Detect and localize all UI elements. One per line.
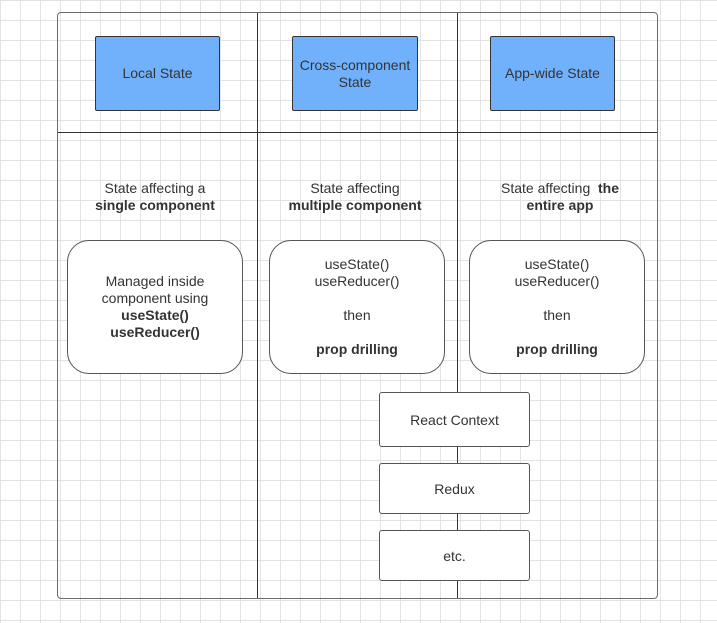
card-cross-component-state: useState() useReducer() then prop drilli… (269, 240, 445, 374)
card-local-state-line2: component using (101, 290, 209, 306)
card-local-state: Managed inside component using useState(… (67, 240, 243, 374)
description-cross-component-state: State affecting multiple component (275, 180, 435, 214)
description-app-wide-state-line2: entire app (526, 197, 594, 213)
card-local-state-line1: Managed inside (105, 273, 205, 289)
card-cross-component-state-line3: then (343, 307, 371, 323)
card-app-wide-state-line2: useReducer() (514, 273, 600, 289)
tool-react-context-label: React Context (410, 411, 499, 428)
tool-etc: etc. (379, 530, 530, 581)
card-local-state-line4: useReducer() (110, 324, 200, 340)
column-divider-1 (257, 13, 258, 598)
card-cross-component-state-line2: useReducer() (314, 273, 400, 289)
card-app-wide-state: useState() useReducer() then prop drilli… (469, 240, 645, 374)
description-cross-component-state-line1: State affecting (310, 180, 400, 196)
card-app-wide-state-line3: then (543, 307, 571, 323)
description-cross-component-state-line2: multiple component (288, 197, 422, 213)
card-cross-component-state-line1: useState() (324, 256, 390, 272)
description-app-wide-state-line1-normal: State affecting (500, 180, 591, 196)
header-local-state-label: Local State (122, 65, 193, 81)
description-app-wide-state-line1-bold: the (598, 180, 620, 196)
description-local-state: State affecting a single component (80, 180, 230, 214)
tool-redux-label: Redux (434, 480, 475, 497)
header-divider (58, 132, 657, 133)
diagram-frame (57, 12, 658, 599)
description-local-state-line1: State affecting a (104, 180, 206, 196)
description-app-wide-state-line1: State affecting the (480, 180, 640, 197)
header-cross-component-state: Cross-component State (292, 36, 418, 111)
header-app-wide-state-label: App-wide State (505, 65, 600, 81)
header-app-wide-state: App-wide State (490, 36, 615, 111)
description-local-state-line2: single component (95, 197, 215, 213)
tool-etc-label: etc. (443, 547, 466, 564)
header-cross-component-state-label: Cross-component State (299, 56, 411, 90)
card-app-wide-state-line4: prop drilling (516, 341, 598, 357)
tool-redux: Redux (379, 463, 530, 514)
card-app-wide-state-line1: useState() (524, 256, 590, 272)
card-local-state-line3: useState() (121, 307, 189, 323)
column-divider-2 (457, 13, 458, 598)
tool-react-context: React Context (379, 392, 530, 447)
header-local-state: Local State (95, 36, 220, 111)
description-app-wide-state: State affecting the entire app (480, 180, 640, 214)
card-cross-component-state-line4: prop drilling (316, 341, 398, 357)
